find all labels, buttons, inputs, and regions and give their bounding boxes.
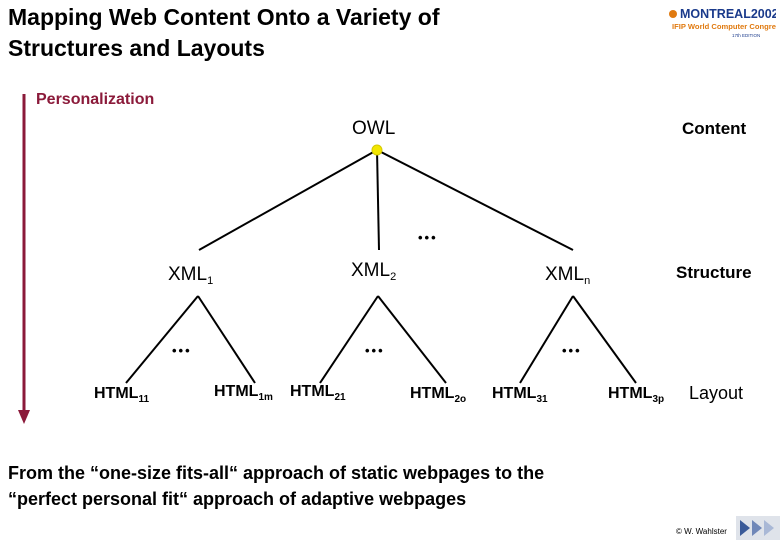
slide-title: Mapping Web Content Onto a Variety of St… — [8, 2, 568, 64]
personalization-arrow — [18, 94, 30, 424]
ellipsis-root-level: ••• — [418, 230, 438, 245]
edge-xml2-html21 — [319, 295, 379, 384]
html1m-node-label: HTML1m — [214, 383, 273, 403]
structure-level-label: Structure — [676, 263, 752, 282]
html3p-node-label: HTML3p — [608, 385, 665, 405]
caption-line-2: “perfect personal fit“ approach of adapt… — [8, 489, 467, 509]
montreal-2002-logo: MONTREAL2002 IFIP World Computer Congres… — [669, 7, 776, 38]
edge-owl-xml2 — [376, 149, 380, 251]
owl-node-label: OWL — [352, 118, 396, 139]
ellipsis-xml1-level: ••• — [172, 343, 192, 358]
slide-caption: From the “one-size fits-all“ approach of… — [8, 460, 688, 512]
html31-node-label: HTML31 — [492, 385, 548, 405]
edge-xml1-html1m — [197, 295, 256, 384]
html21-node-label: HTML21 — [290, 383, 346, 403]
edge-xmln-html31 — [519, 295, 574, 384]
edge-xmln-html3p — [572, 295, 637, 384]
copyright-note: © W. Wahlster — [676, 527, 727, 536]
edge-owl-xml1 — [198, 149, 378, 251]
content-level-label: Content — [682, 119, 747, 138]
personalization-label: Personalization — [36, 91, 155, 108]
edge-owl-xmln — [376, 149, 574, 251]
title-line-1: Mapping Web Content Onto a Variety of — [8, 4, 440, 30]
logo-sub-text: IFIP World Computer Congress — [672, 22, 776, 31]
edge-xml2-html2o — [377, 295, 447, 384]
ellipsis-xmln-level: ••• — [562, 343, 582, 358]
xmln-node-label: XMLn — [545, 264, 591, 287]
xml1-node-label: XML1 — [168, 264, 214, 287]
html2o-node-label: HTML2o — [410, 385, 467, 405]
layout-level-label: Layout — [689, 383, 744, 403]
html11-node-label: HTML11 — [94, 385, 150, 405]
ellipsis-xml2-level: ••• — [365, 343, 385, 358]
dfki-corner-logo — [736, 516, 780, 540]
caption-line-1: From the “one-size fits-all“ approach of… — [8, 463, 545, 483]
logo-edition-text: 17th EDITION — [732, 33, 760, 38]
logo-main-text: MONTREAL2002 — [680, 7, 776, 21]
edge-xml1-html11 — [125, 295, 199, 384]
owl-root-dot — [371, 144, 383, 156]
title-line-2: Structures and Layouts — [8, 35, 265, 61]
xml2-node-label: XML2 — [351, 260, 397, 283]
